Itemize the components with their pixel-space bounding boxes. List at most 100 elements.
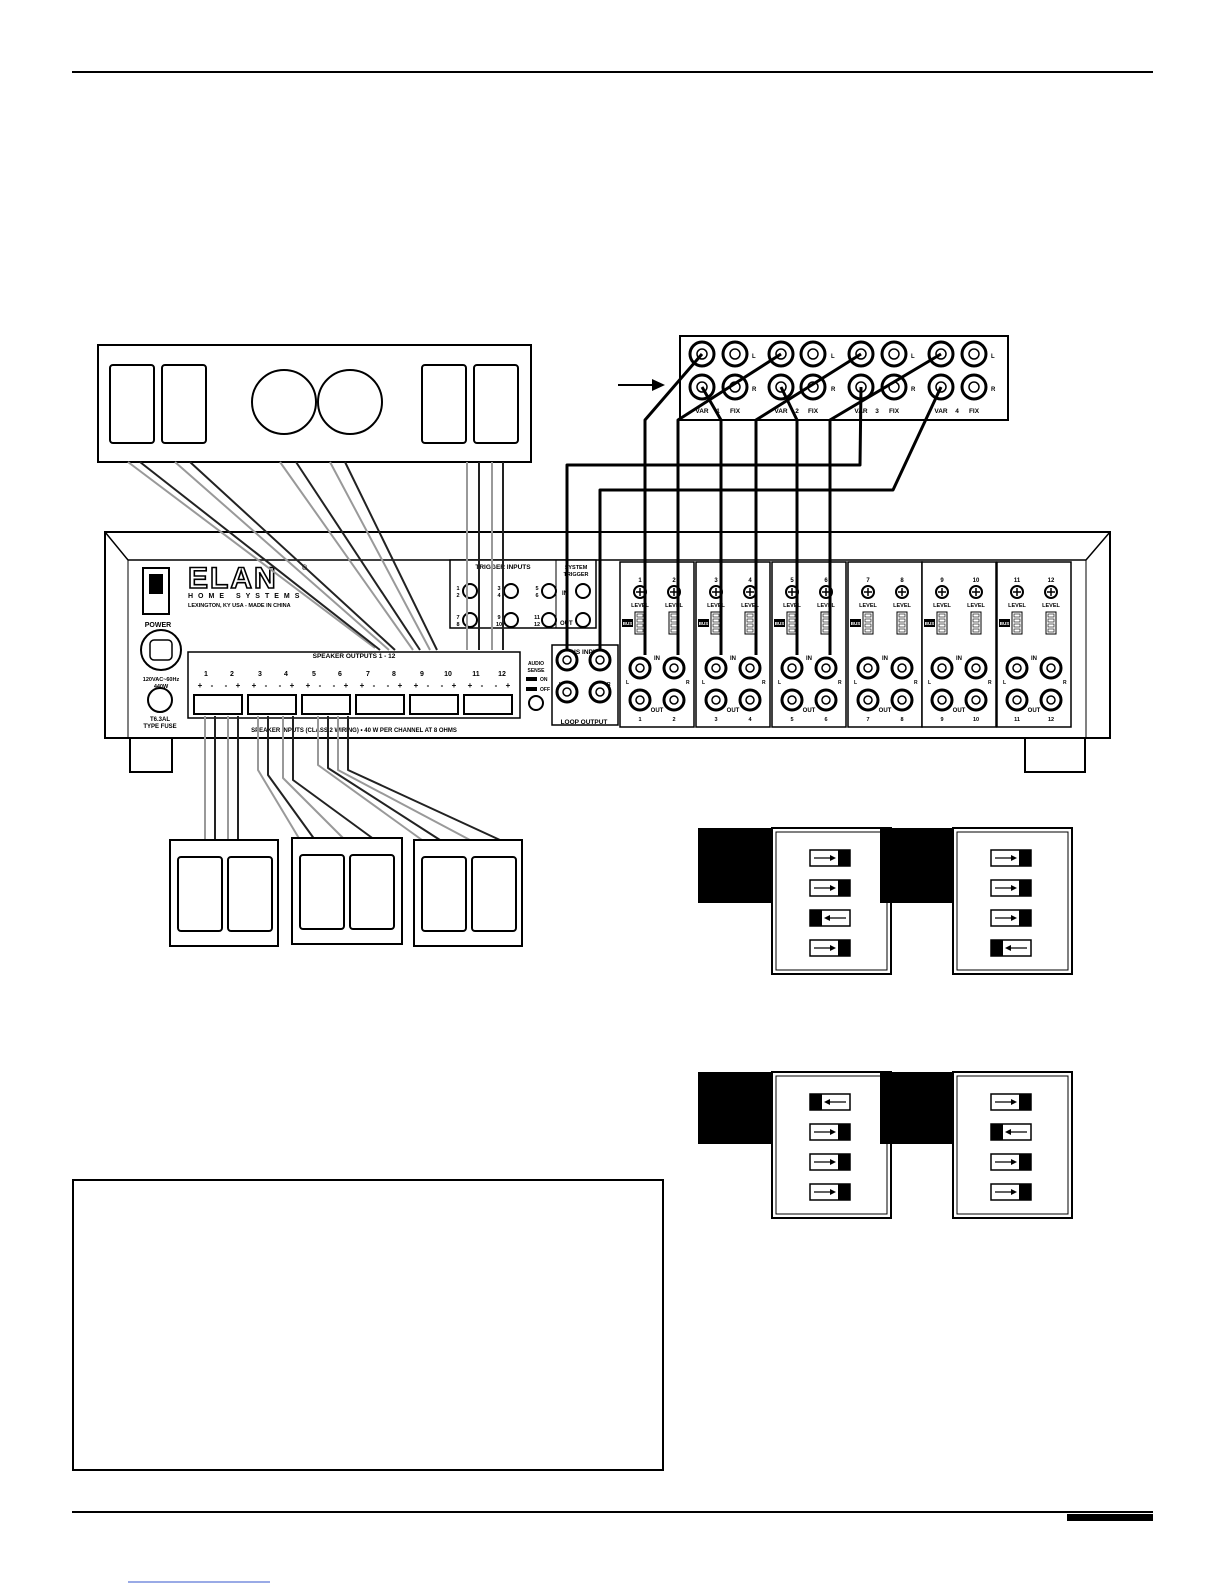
channel-dip-switch[interactable] [896,611,908,635]
dip-switch [809,849,851,867]
dip-switch [809,909,851,927]
speaker-wire [282,716,346,841]
source-right-label: R [831,387,836,393]
channel-out-jack[interactable] [890,688,914,712]
channel-in-jack[interactable] [930,656,954,680]
source-rca-jack[interactable] [721,340,749,368]
level-knob[interactable] [861,585,875,599]
speaker-output-number: 7 [366,671,370,678]
out-channel-number: 7 [866,717,869,723]
system-trigger-in-jack[interactable] [575,583,591,599]
speaker-terminal-block[interactable] [193,694,243,715]
channel-out-jack[interactable] [856,688,880,712]
channel-in-jack[interactable] [1005,656,1029,680]
bus-input-label: BUS INPUT [566,649,601,656]
channel-in-jack[interactable] [890,656,914,680]
trigger-pair-label: 6 [535,593,538,599]
source-rca-jack[interactable] [960,340,988,368]
brand-logo: ELAN ® HOME SYSTEMS LEXINGTON, KY USA - … [187,561,308,609]
channel-out-jack[interactable] [814,688,838,712]
speaker-terminal-block[interactable] [409,694,459,715]
source-var-label: VAR [695,408,709,415]
channel-out-jack[interactable] [738,688,762,712]
channel-in-jack[interactable] [780,656,804,680]
level-label: LEVEL [1042,603,1060,609]
speaker-terminal-block[interactable] [463,694,513,715]
source-rca-jack[interactable] [960,373,988,401]
trigger-pair-label: 1 [456,586,459,592]
loop-output-jack[interactable] [588,680,612,704]
channel-number: 10 [973,578,980,584]
trigger-input-jack[interactable] [503,583,519,599]
terminal-polarity: - [319,681,322,690]
channel-in-jack[interactable] [628,656,652,680]
bus-input-jack[interactable] [588,648,612,672]
source-rca-jack[interactable] [880,340,908,368]
channel-number: 8 [900,578,904,584]
bus-input-jack[interactable] [555,648,579,672]
system-trigger-line1: SYSTEM [565,565,588,571]
fuse-holder[interactable] [147,687,173,713]
in-label: IN [882,656,888,662]
channel-out-jack[interactable] [662,688,686,712]
channel-dip-switch[interactable] [1045,611,1057,635]
trigger-input-jack[interactable] [462,583,478,599]
channel-in-jack[interactable] [1039,656,1063,680]
out-channel-number: 11 [1014,717,1020,723]
bus-tag: BUS [623,621,633,626]
source-left-label: L [831,354,835,360]
channel-in-jack[interactable] [856,656,880,680]
trigger-input-jack[interactable] [541,583,557,599]
channel-out-jack[interactable] [628,688,652,712]
channel-dip-switch[interactable] [1011,611,1023,635]
channel-number: 2 [672,578,676,584]
speaker-terminal-block[interactable] [247,694,297,715]
channel-dip-switch[interactable] [862,611,874,635]
channel-out-jack[interactable] [930,688,954,712]
in-right-label: R [914,680,918,686]
channel-in-jack[interactable] [814,656,838,680]
speaker-wire [279,461,414,651]
trigger-input-jack[interactable] [462,612,478,628]
system-trigger-out-jack[interactable] [575,612,591,628]
level-knob[interactable] [743,585,757,599]
channel-out-jack[interactable] [1005,688,1029,712]
source-left-label: L [752,354,756,360]
speaker-wire [327,716,441,841]
level-knob[interactable] [935,585,949,599]
source-rca-jack[interactable] [880,373,908,401]
channel-number: 6 [824,578,828,584]
in-left-label: L [626,680,629,686]
level-knob[interactable] [1044,585,1058,599]
channel-out-jack[interactable] [780,688,804,712]
speaker-terminal-block[interactable] [355,694,405,715]
level-knob[interactable] [895,585,909,599]
trigger-input-jack[interactable] [503,612,519,628]
level-knob[interactable] [1010,585,1024,599]
channel-out-jack[interactable] [704,688,728,712]
terminal-polarity: - [279,681,282,690]
channel-dip-switch[interactable] [936,611,948,635]
channel-in-jack[interactable] [738,656,762,680]
level-knob[interactable] [969,585,983,599]
channel-in-jack[interactable] [662,656,686,680]
in-left-label: L [854,680,857,686]
speaker-terminal-block[interactable] [301,694,351,715]
channel-dip-switch[interactable] [970,611,982,635]
loop-output-jack[interactable] [555,680,579,704]
trigger-input-jack[interactable] [541,612,557,628]
channel-in-jack[interactable] [964,656,988,680]
dip-switch [990,849,1032,867]
logo-subtitle: HOME SYSTEMS [188,593,304,600]
audio-sense-switch[interactable] [528,695,544,711]
channel-out-jack[interactable] [964,688,988,712]
source-rca-jack[interactable] [799,340,827,368]
out-channel-number: 3 [714,717,717,723]
channel-in-jack[interactable] [704,656,728,680]
level-label: LEVEL [817,603,835,609]
channel-out-jack[interactable] [1039,688,1063,712]
level-label: LEVEL [933,603,951,609]
